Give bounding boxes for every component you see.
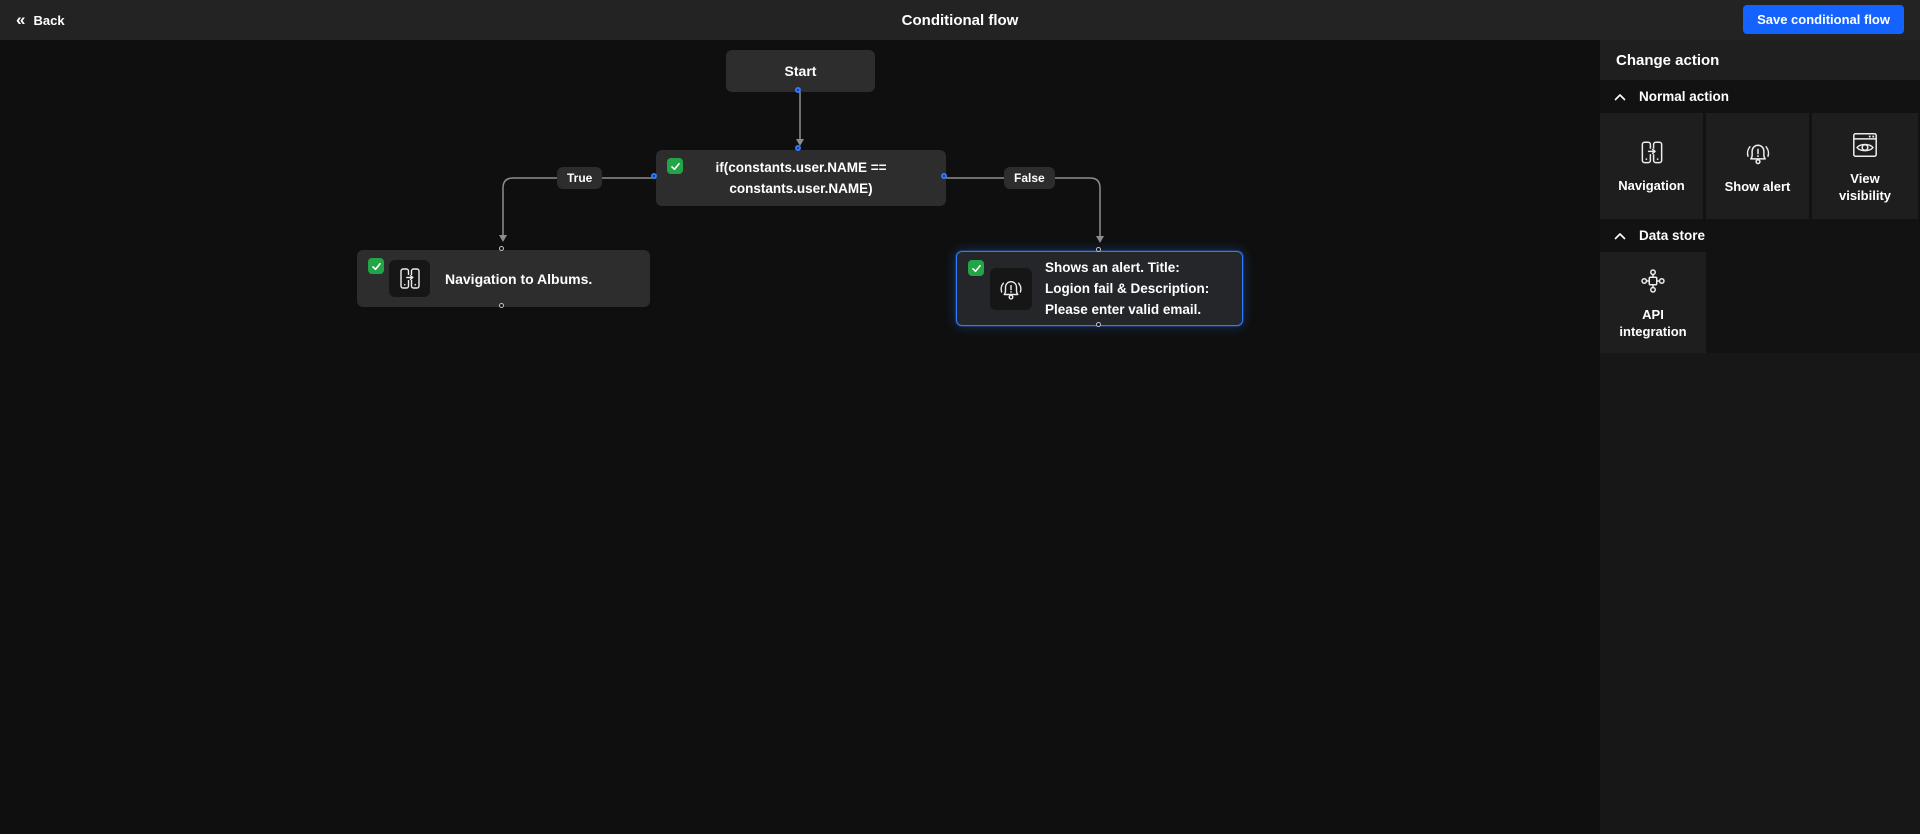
normal-action-tiles: Navigation Show alert View visib bbox=[1600, 113, 1920, 219]
connection-point[interactable] bbox=[1096, 322, 1101, 327]
condition-expression-line1: if(constants.user.NAME == bbox=[715, 160, 887, 175]
start-node-label: Start bbox=[784, 63, 817, 79]
connection-point[interactable] bbox=[499, 303, 504, 308]
tile-label: API integration bbox=[1619, 307, 1687, 339]
chevron-up-icon bbox=[1614, 232, 1626, 239]
start-node[interactable]: Start bbox=[726, 50, 875, 92]
back-label: Back bbox=[33, 12, 65, 28]
node-enabled-checkbox[interactable] bbox=[368, 258, 384, 274]
show-alert-action-node-selected[interactable]: Shows an alert. Title: Logion fail & Des… bbox=[956, 251, 1243, 326]
navigation-icon bbox=[1641, 141, 1662, 164]
action-tile-view-visibility[interactable]: View visibility bbox=[1812, 113, 1918, 219]
alert-node-line1: Shows an alert. Title: bbox=[1045, 260, 1180, 275]
check-icon bbox=[670, 162, 680, 170]
back-button[interactable]: « Back bbox=[16, 9, 65, 29]
check-icon bbox=[971, 264, 981, 272]
flow-canvas[interactable]: Start if(constants.user.NAME == constant… bbox=[0, 40, 1600, 834]
tile-label: Navigation bbox=[1618, 178, 1685, 193]
tile-label: View visibility bbox=[1838, 170, 1892, 203]
tile-label: Show alert bbox=[1724, 179, 1791, 194]
flow-connectors bbox=[499, 92, 1104, 243]
alert-bell-icon bbox=[1746, 144, 1769, 165]
false-branch-label: False bbox=[1004, 167, 1055, 189]
navigation-action-node[interactable]: Navigation to Albums. bbox=[357, 250, 650, 307]
section-label: Normal action bbox=[1639, 89, 1730, 104]
alert-node-line2: Logion fail & Description: bbox=[1045, 281, 1210, 296]
api-integration-icon bbox=[1641, 269, 1665, 293]
node-enabled-checkbox[interactable] bbox=[667, 158, 683, 174]
node-enabled-checkbox[interactable] bbox=[968, 260, 984, 276]
save-conditional-flow-button[interactable]: Save conditional flow bbox=[1743, 5, 1904, 34]
check-icon bbox=[371, 262, 381, 270]
view-visibility-icon bbox=[1853, 132, 1877, 157]
condition-expression-line2: constants.user.NAME) bbox=[729, 181, 873, 196]
connection-point[interactable] bbox=[1096, 247, 1101, 252]
connection-point[interactable] bbox=[651, 173, 657, 179]
connection-point[interactable] bbox=[941, 173, 947, 179]
condition-node[interactable]: if(constants.user.NAME == constants.user… bbox=[656, 150, 946, 206]
panel-title: Change action bbox=[1600, 40, 1920, 80]
double-chevron-left-icon: « bbox=[16, 9, 26, 29]
section-header-data-store[interactable]: Data store bbox=[1600, 219, 1920, 252]
true-branch-label: True bbox=[557, 167, 603, 189]
data-store-tiles: API integration bbox=[1600, 252, 1920, 353]
section-label: Data store bbox=[1639, 228, 1706, 243]
page-title: Conditional flow bbox=[901, 11, 1019, 29]
navigation-node-label: Navigation to Albums. bbox=[445, 270, 593, 287]
top-bar: « Back Conditional flow bbox=[0, 0, 1920, 40]
alert-node-line3: Please enter valid email. bbox=[1045, 302, 1202, 317]
connection-point[interactable] bbox=[795, 87, 801, 93]
section-header-normal-action[interactable]: Normal action bbox=[1600, 80, 1920, 113]
connection-point[interactable] bbox=[795, 145, 801, 151]
connection-point[interactable] bbox=[499, 246, 504, 251]
change-action-panel: Change action Normal action Navigation bbox=[1600, 40, 1920, 834]
action-tile-show-alert[interactable]: Show alert bbox=[1706, 113, 1812, 219]
navigation-icon bbox=[389, 260, 430, 297]
action-tile-navigation[interactable]: Navigation bbox=[1600, 113, 1706, 219]
chevron-up-icon bbox=[1614, 93, 1626, 100]
alert-bell-icon bbox=[990, 267, 1032, 310]
action-tile-api-integration[interactable]: API integration bbox=[1600, 252, 1706, 353]
